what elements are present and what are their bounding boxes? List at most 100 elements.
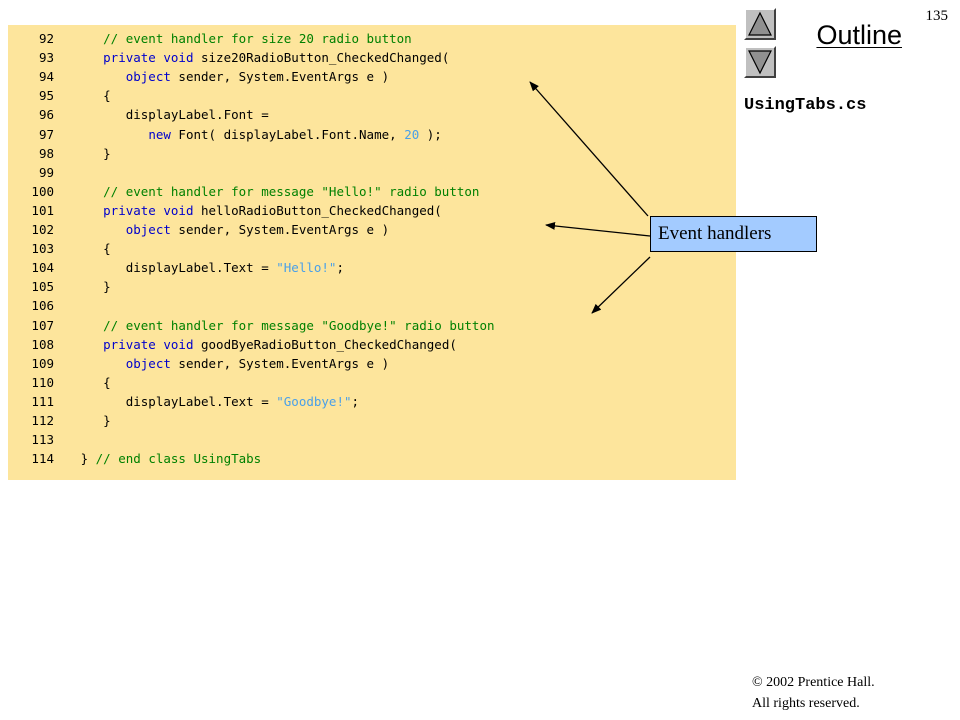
code-line: 99 (8, 163, 736, 182)
line-number: 109 (31, 355, 54, 371)
previous-slide-button[interactable] (744, 8, 776, 40)
code-line: 103 { (8, 239, 736, 258)
line-number: 101 (31, 202, 54, 218)
code-token-keyword: private void (103, 202, 194, 218)
line-number: 107 (31, 317, 54, 333)
code-token-plain (58, 127, 148, 142)
code-token-plain: size20RadioButton_CheckedChanged( (193, 50, 450, 66)
code-token-plain (58, 337, 103, 352)
code-token-plain (58, 31, 103, 46)
code-line: 97 new Font( displayLabel.Font.Name, 20 … (8, 125, 736, 144)
line-number: 110 (31, 374, 54, 390)
code-token-plain: ; (336, 260, 344, 276)
code-token-plain: Font( displayLabel.Font.Name, (170, 126, 405, 142)
file-name: UsingTabs.cs (744, 96, 867, 115)
code-line: 104 displayLabel.Text = "Hello!"; (8, 258, 736, 277)
code-line: 113 (8, 430, 736, 449)
code-token-plain: { (58, 88, 111, 104)
copyright-notice: © 2002 Prentice Hall. All rights reserve… (752, 672, 875, 714)
code-token-keyword: new (148, 126, 171, 142)
code-line: 102 object sender, System.EventArgs e ) (8, 220, 736, 239)
code-token-plain (58, 356, 126, 371)
code-token-plain: displayLabel.Text = (58, 260, 277, 276)
triangle-down-icon (748, 50, 772, 75)
code-listing: 92 // event handler for size 20 radio bu… (8, 25, 736, 480)
rights-line: All rights reserved. (752, 696, 860, 711)
line-number: 104 (31, 260, 54, 276)
line-number: 92 (38, 31, 54, 46)
code-token-comment: // end class UsingTabs (95, 451, 262, 467)
line-number: 111 (31, 393, 54, 409)
code-token-plain: goodByeRadioButton_CheckedChanged( (193, 336, 457, 352)
code-line: 106 (8, 296, 736, 315)
code-line: 112 } (8, 411, 736, 430)
code-line: 110 { (8, 373, 736, 392)
code-token-plain: } (58, 413, 111, 428)
code-token-plain: { (58, 374, 111, 390)
code-token-plain (58, 318, 103, 333)
line-number: 93 (38, 50, 54, 66)
line-number: 100 (31, 183, 54, 199)
line-number: 106 (31, 298, 54, 314)
code-token-plain (58, 69, 126, 84)
code-line: 94 object sender, System.EventArgs e ) (8, 67, 736, 86)
code-token-comment: // event handler for message "Hello!" ra… (103, 183, 480, 199)
line-number: 103 (31, 241, 54, 257)
event-handlers-callout: Event handlers (650, 216, 817, 252)
code-token-plain (58, 184, 103, 199)
slide-number: 135 (925, 8, 949, 24)
line-number: 114 (31, 451, 54, 467)
code-token-string: "Hello!" (276, 260, 337, 276)
code-token-plain: sender, System.EventArgs e ) (170, 222, 390, 237)
line-number: 97 (38, 126, 54, 142)
code-line: 101 private void helloRadioButton_Checke… (8, 201, 736, 220)
code-line: 105 } (8, 277, 736, 296)
code-line: 114 } // end class UsingTabs (8, 449, 736, 468)
line-number: 108 (31, 336, 54, 352)
line-number: 96 (38, 107, 54, 123)
outline-link[interactable]: Outline (816, 20, 902, 50)
code-token-plain (58, 203, 103, 218)
triangle-up-icon (748, 11, 772, 36)
line-number: 94 (38, 69, 54, 85)
code-line: 92 // event handler for size 20 radio bu… (8, 29, 736, 48)
code-line: 98 } (8, 144, 736, 163)
code-token-comment: // event handler for message "Goodbye!" … (103, 317, 495, 333)
code-token-plain: sender, System.EventArgs e ) (170, 69, 390, 85)
code-line: 96 displayLabel.Font = (8, 105, 736, 124)
code-token-plain: helloRadioButton_CheckedChanged( (193, 202, 442, 218)
code-token-plain: { (58, 241, 111, 257)
code-token-plain (58, 222, 126, 237)
line-number: 105 (31, 279, 54, 295)
code-token-plain: ; (351, 393, 360, 409)
line-number: 99 (38, 164, 54, 180)
code-token-keyword: private void (103, 50, 194, 66)
code-line: 111 displayLabel.Text = "Goodbye!"; (8, 392, 736, 411)
code-token-keyword: object (125, 355, 171, 371)
line-number: 98 (38, 145, 54, 161)
line-number: 113 (31, 432, 54, 448)
line-number: 102 (31, 222, 54, 237)
code-token-string: "Goodbye!" (276, 393, 352, 409)
code-line: 93 private void size20RadioButton_Checke… (8, 48, 736, 67)
code-token-plain: ); (419, 126, 442, 142)
code-line: 95 { (8, 86, 736, 105)
code-token-keyword: object (125, 69, 171, 85)
code-token-plain (58, 50, 103, 65)
code-token-plain: displayLabel.Font = (58, 107, 269, 123)
code-token-number: 20 (404, 126, 420, 142)
code-token-plain: sender, System.EventArgs e ) (170, 355, 390, 371)
code-line: 108 private void goodByeRadioButton_Chec… (8, 335, 736, 354)
code-line: 107 // event handler for message "Goodby… (8, 316, 736, 335)
code-token-plain: } (58, 451, 96, 467)
copyright-line: © 2002 Prentice Hall. (752, 675, 875, 690)
code-token-plain: displayLabel.Text = (58, 393, 277, 409)
code-token-plain: } (58, 279, 111, 295)
line-number: 112 (31, 413, 54, 428)
code-token-plain: } (58, 145, 111, 161)
code-token-comment: // event handler for size 20 radio butto… (103, 31, 412, 46)
next-slide-button[interactable] (744, 46, 776, 78)
code-line: 109 object sender, System.EventArgs e ) (8, 354, 736, 373)
line-number: 95 (38, 88, 54, 104)
code-line: 100 // event handler for message "Hello!… (8, 182, 736, 201)
